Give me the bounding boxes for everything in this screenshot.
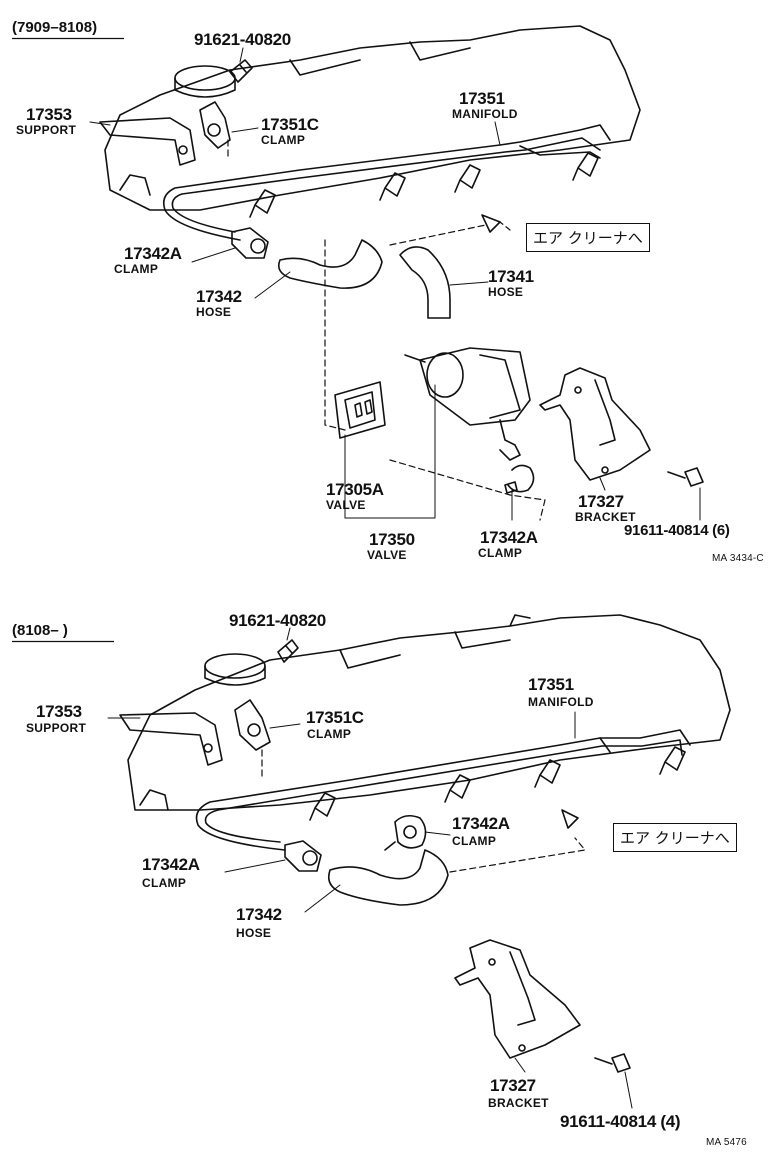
top-label-clamp-17342A-nm: CLAMP	[114, 262, 159, 276]
top-label-bolt-91611: 91611-40814 (6)	[624, 522, 730, 539]
top-period: (7909–8108)	[12, 19, 98, 36]
bottom-label-bracket-pn: 17327	[490, 1076, 536, 1095]
bottom-label-support-nm: SUPPORT	[26, 721, 87, 735]
bottom-clamp-17351C	[234, 699, 271, 751]
top-bolt-91621	[229, 59, 253, 83]
bottom-label-clamp-right-nm: CLAMP	[452, 834, 497, 848]
top-label-valve-17305A-pn: 17305A	[326, 480, 384, 499]
bottom-air-cleaner-box: エア クリーナへ	[613, 823, 737, 852]
top-clamp-17342A-small	[504, 464, 535, 494]
bottom-label-support-pn: 17353	[36, 702, 82, 721]
bottom-bolt-91621	[277, 639, 299, 663]
bottom-label-manifold-nm: MANIFOLD	[528, 695, 594, 709]
top-label-manifold-nm: MANIFOLD	[452, 107, 518, 121]
top-label-clamp-small-pn: 17342A	[480, 528, 538, 547]
bottom-hose-17342	[327, 849, 449, 906]
top-hose-17342	[277, 239, 383, 289]
bottom-clamp-17342A-right	[384, 814, 427, 851]
bottom-air-arrow	[561, 809, 579, 829]
top-label-manifold-pn: 17351	[459, 89, 505, 108]
top-air-cleaner-box: エア クリーナへ	[526, 223, 650, 252]
bottom-label-manifold-pn: 17351	[528, 675, 574, 694]
bottom-ref-code: MA 5476	[706, 1137, 747, 1148]
top-hose-17341	[399, 246, 451, 319]
top-injector-nozzles	[249, 152, 599, 218]
bottom-clamp-17342A-left	[284, 840, 322, 872]
bottom-label-bolt-91621: 91621-40820	[229, 611, 326, 630]
top-label-bracket-pn: 17327	[578, 492, 624, 511]
bottom-dashed-lines	[261, 749, 586, 873]
top-label-support-pn: 17353	[26, 105, 72, 124]
bottom-label-clamp-left-pn: 17342A	[142, 855, 200, 874]
top-label-valve-17305A-nm: VALVE	[326, 498, 366, 512]
top-manifold-pipe	[162, 124, 611, 241]
bottom-label-clamp-17351C-nm: CLAMP	[307, 727, 352, 741]
top-label-hose-17341-nm: HOSE	[488, 285, 524, 299]
bottom-label-hose-pn: 17342	[236, 905, 282, 924]
bottom-manifold-pipe	[195, 729, 691, 851]
bottom-label-bracket-nm: BRACKET	[488, 1096, 549, 1110]
bottom-label-bolt-91611: 91611-40814 (4)	[560, 1112, 681, 1131]
top-cylinder-head	[104, 25, 641, 211]
top-leader-lines	[89, 47, 701, 521]
top-valve-17305A	[334, 381, 386, 439]
bottom-label-clamp-left-nm: CLAMP	[142, 876, 187, 890]
bottom-label-hose-nm: HOSE	[236, 926, 272, 940]
top-label-clamp-17351C-nm: CLAMP	[261, 133, 306, 147]
top-label-valve-17350-nm: VALVE	[367, 548, 407, 562]
top-period-underline	[12, 37, 124, 40]
top-label-bracket-nm: BRACKET	[575, 510, 636, 524]
top-label-support-nm: SUPPORT	[16, 123, 77, 137]
bottom-period: (8108– )	[12, 622, 68, 639]
bottom-leader-lines	[107, 627, 633, 1109]
bottom-label-clamp-17351C-pn: 17351C	[306, 708, 364, 727]
top-label-hose-17342-pn: 17342	[196, 287, 242, 306]
bottom-bolt-91611	[594, 1053, 631, 1073]
top-label-clamp-small-nm: CLAMP	[478, 546, 523, 560]
top-label-hose-17341-pn: 17341	[488, 267, 534, 286]
top-label-bolt-91621: 91621-40820	[194, 30, 291, 49]
bottom-period-underline	[12, 640, 114, 643]
top-label-hose-17342-nm: HOSE	[196, 305, 232, 319]
top-label-valve-17350-pn: 17350	[369, 530, 415, 549]
top-clamp-17351C	[199, 101, 231, 149]
bottom-bracket-17327	[454, 939, 581, 1059]
top-dashed-lines	[227, 139, 546, 521]
top-label-clamp-17342A-pn: 17342A	[124, 244, 182, 263]
bottom-label-clamp-right-pn: 17342A	[452, 814, 510, 833]
bottom-cylinder-head	[127, 614, 731, 811]
top-label-clamp-17351C-pn: 17351C	[261, 115, 319, 134]
top-ref-code: MA 3434-C	[712, 553, 764, 564]
top-clamp-17342A-left	[231, 227, 269, 259]
top-bolt-91611	[667, 467, 704, 487]
bottom-injector-nozzles	[309, 746, 686, 821]
top-support-bracket	[99, 117, 196, 166]
top-air-arrow	[481, 214, 501, 233]
bottom-support-bracket	[119, 712, 223, 766]
top-bracket-17327	[539, 367, 651, 481]
top-valve-17350	[404, 347, 531, 461]
